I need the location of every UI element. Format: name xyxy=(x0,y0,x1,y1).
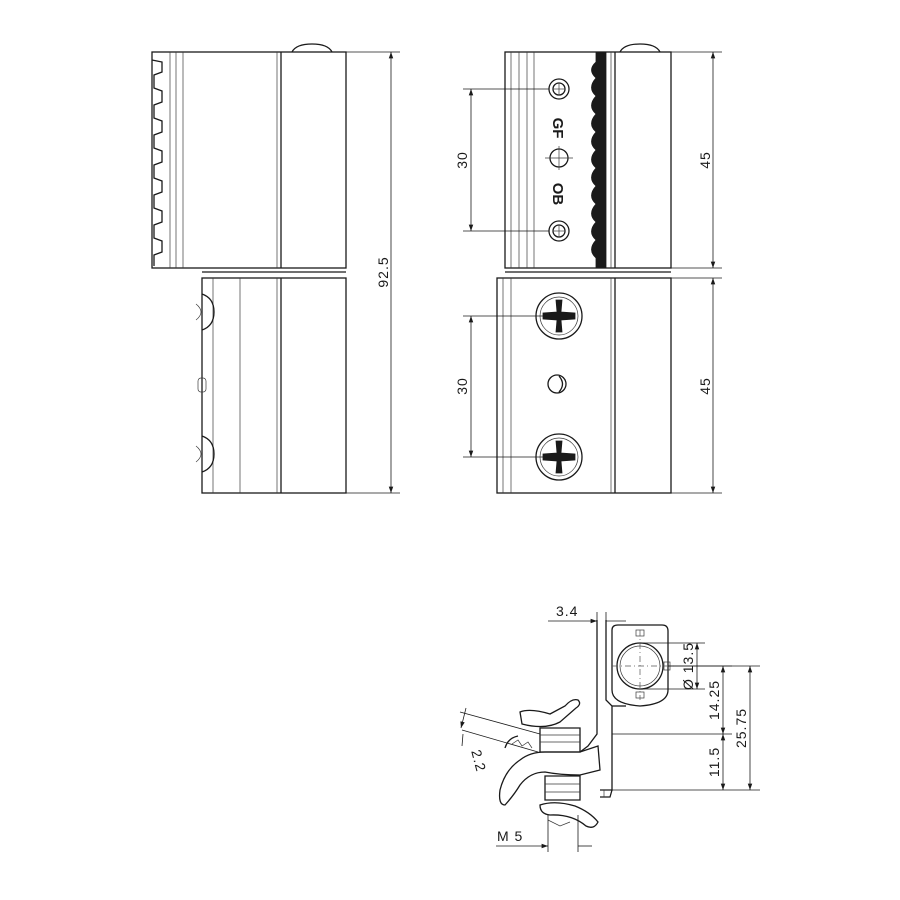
front-upper-leaf: GF OB 30 xyxy=(454,43,722,269)
dim-thread-label: M 5 xyxy=(497,828,523,844)
dim-offset-label: 3.4 xyxy=(556,603,578,619)
dim-lower-height-label: 45 xyxy=(697,377,713,395)
dim-total-height: 92.5 xyxy=(346,51,400,494)
marking-lower: OB xyxy=(549,183,566,206)
dim-overall-depth: 25.75 xyxy=(668,665,760,790)
dim-pin-to-flange: 14.25 xyxy=(612,665,732,735)
upper-top-hole xyxy=(548,78,570,100)
lower-clamp-screw xyxy=(539,775,599,828)
side-view: 92.5 xyxy=(151,43,400,494)
marking-upper: GF xyxy=(549,118,566,139)
upper-clamp-screw xyxy=(519,698,581,753)
dim-upper-screw-spacing-label: 30 xyxy=(454,151,470,169)
side-upper-leaf xyxy=(151,43,347,269)
front-lower-leaf: 30 45 xyxy=(454,271,722,494)
upper-bottom-hole xyxy=(548,220,570,242)
dim-total-height-label: 92.5 xyxy=(375,256,391,287)
dim-flange-to-base-label: 11.5 xyxy=(706,747,722,777)
dim-lower-screw-spacing: 30 xyxy=(454,315,546,458)
dim-thread: M 5 xyxy=(496,815,592,852)
dim-pin-to-flange-label: 14.25 xyxy=(706,680,722,720)
upper-center-hole xyxy=(545,146,573,170)
lower-center-hole xyxy=(547,374,567,394)
clamp-jaw xyxy=(498,735,601,806)
dim-upper-screw-spacing: 30 xyxy=(454,88,549,232)
bracket xyxy=(579,620,626,798)
dim-lower-screw-spacing-label: 30 xyxy=(454,377,470,395)
serrated-strip xyxy=(591,51,607,269)
front-view: GF OB 30 xyxy=(454,43,722,494)
side-lower-leaf xyxy=(195,271,347,494)
dim-lower-height: 45 xyxy=(671,277,722,494)
dim-offset: 3.4 xyxy=(548,603,626,630)
dim-upper-height-label: 45 xyxy=(697,151,713,169)
section-view: 3.4 Ø 13.5 14.25 11.5 25.75 xyxy=(459,603,760,852)
dim-flange-to-base: 11.5 xyxy=(612,734,760,791)
dim-upper-height: 45 xyxy=(671,51,722,269)
dim-overall-depth-label: 25.75 xyxy=(733,708,749,748)
pin-barrel xyxy=(611,624,676,707)
dim-clamp-gap: 2.2 xyxy=(459,707,541,774)
dim-clamp-gap-label: 2.2 xyxy=(468,748,489,774)
